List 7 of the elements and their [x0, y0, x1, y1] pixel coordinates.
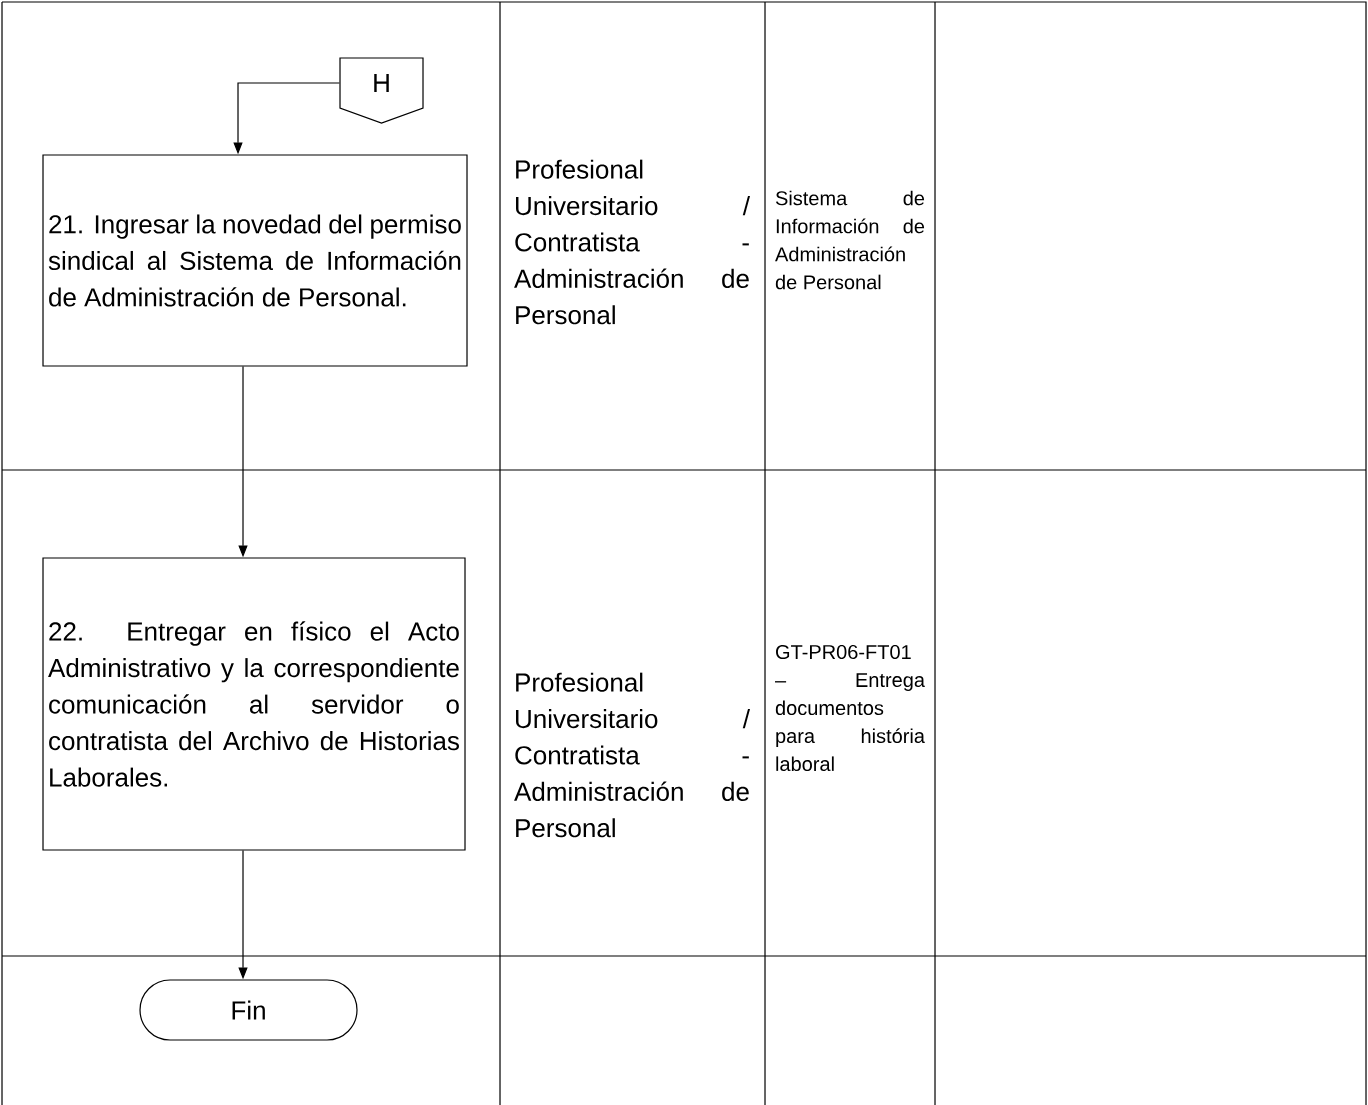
cell-text: Sistema de Información de Administración de Personal [775, 190, 925, 290]
cell-text: Profesional Universitario / Contratista - Administración de Personal [514, 672, 750, 838]
off-page-connector: H [339, 57, 424, 124]
process-box: 21. Ingresar la novedad del permiso sindical al Sistema de Información de Administración de Personal. [42, 154, 468, 367]
cell-text: GT-PR06-FT01 – Entrega documentos para história laboral [775, 644, 925, 772]
cell-text: Profesional Universitario / Contratista - Administración de Personal [514, 159, 750, 325]
process-box: 22. Entregar en físico el Acto Administrativo y la correspondiente comunicación al servidor o contratista del Archivo de Historias Laborales. [42, 557, 466, 851]
